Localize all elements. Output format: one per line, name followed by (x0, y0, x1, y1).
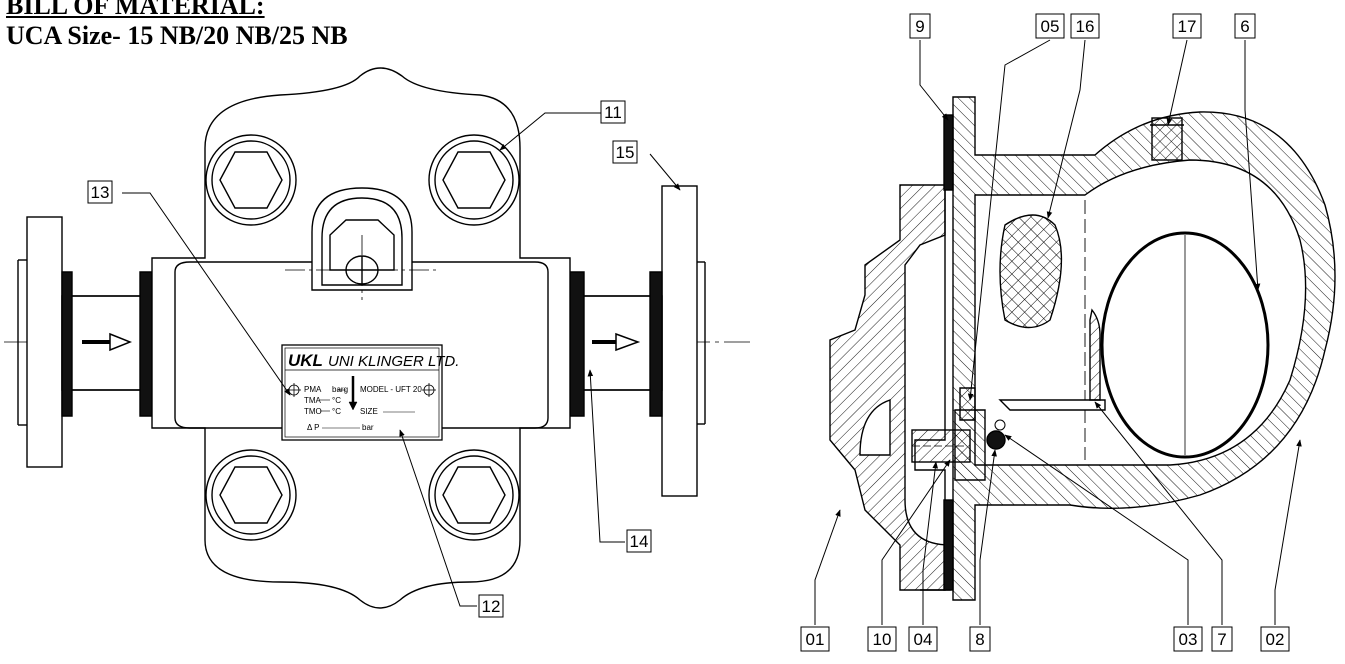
callout-12: 12 (482, 597, 501, 616)
bolt-bottom-right (442, 466, 506, 524)
trap-body (151, 67, 571, 609)
callout-04: 04 (914, 630, 933, 649)
callout-03: 03 (1179, 630, 1198, 649)
bom-title: BILL OF MATERIAL: (6, 0, 265, 20)
gasket-lower (943, 499, 954, 591)
section-view (829, 96, 1336, 601)
bolt-bottom-left (219, 466, 283, 524)
callout-box-11 (600, 100, 626, 124)
nameplate-dp: Δ P (307, 423, 319, 432)
nameplate-tma: TMA (304, 396, 322, 405)
uca-size-subtitle: UCA Size- 15 NB/20 NB/25 NB (6, 21, 348, 50)
nameplate-pma-unit: barg (332, 385, 348, 394)
lever-part-7 (998, 399, 1106, 411)
nameplate-pma: PMA (304, 385, 322, 394)
callout-16: 16 (1076, 17, 1095, 36)
callout-6: 6 (1240, 17, 1249, 36)
callout-05: 05 (1041, 17, 1060, 36)
nameplate-size: SIZE (360, 407, 378, 416)
callout-15: 15 (616, 143, 635, 162)
callout-box-14 (626, 529, 652, 553)
callout-17: 17 (1178, 17, 1197, 36)
callout-01: 01 (806, 630, 825, 649)
callouts-right-top: 9 05 16 17 6 (909, 13, 1256, 39)
left-flange (26, 216, 63, 468)
callout-14: 14 (630, 532, 649, 551)
cover-part-01 (829, 184, 951, 591)
callout-box-15 (612, 140, 638, 164)
nameplate-tma-unit: °C (332, 396, 341, 405)
callout-10: 10 (873, 630, 892, 649)
callout-9: 9 (915, 17, 924, 36)
nameplate-tmo-unit: °C (332, 407, 341, 416)
callout-box-13 (87, 180, 113, 204)
leaders-left (122, 112, 681, 607)
callout-13: 13 (91, 183, 110, 202)
left-weld (61, 271, 73, 417)
bolt-top-left (219, 151, 283, 209)
strainer-part-16 (999, 214, 1063, 329)
heading: BILL OF MATERIAL: UCA Size- 15 NB/20 NB/… (6, 0, 348, 51)
nameplate (281, 344, 443, 441)
callout-11: 11 (604, 103, 622, 122)
callout-02: 02 (1266, 630, 1285, 649)
callout-7: 7 (1217, 630, 1226, 649)
nameplate-tmo: TMO (304, 407, 322, 416)
right-flange (661, 185, 698, 497)
bolt-top-right (442, 151, 506, 209)
nameplate-company: UNI KLINGER LTD. (328, 353, 459, 370)
gasket-upper (943, 114, 954, 191)
cover-cavity (859, 399, 891, 456)
callouts-left: 11 13 15 14 12 (87, 100, 652, 618)
callouts-right-bottom: 01 10 04 8 03 7 02 (800, 626, 1290, 652)
front-view (4, 67, 752, 609)
nameplate-dp-unit: bar (362, 423, 374, 432)
nameplate-logo: UKL (288, 351, 323, 370)
left-weld-2 (139, 271, 153, 417)
right-weld (569, 271, 585, 417)
leaders-right (814, 39, 1302, 625)
nameplate-model: MODEL - UFT 20 (360, 385, 422, 394)
callout-box-12 (478, 594, 504, 618)
callout-8: 8 (975, 630, 984, 649)
ball-part-8 (986, 430, 1006, 450)
